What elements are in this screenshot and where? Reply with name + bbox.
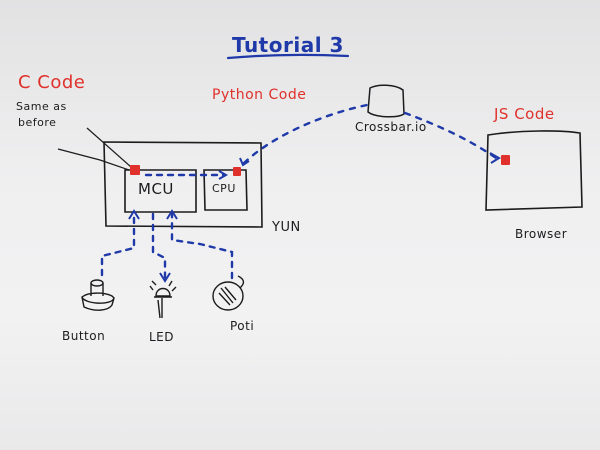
led-icon	[149, 280, 177, 319]
label-python-code: Python Code	[212, 87, 307, 103]
browser-arrowhead	[489, 152, 501, 164]
browser-red-marker	[501, 155, 510, 165]
pointer-line-upper	[86, 127, 132, 168]
cpu-box	[203, 169, 248, 211]
cpu-crossbar-link	[242, 102, 374, 165]
label-c-code: C Code	[18, 72, 86, 93]
cpu-arrowhead	[239, 157, 250, 167]
mcu-led-link	[151, 212, 167, 280]
button-icon	[81, 279, 115, 311]
label-yun: YUN	[272, 220, 301, 235]
poti-mcu-link	[170, 212, 234, 280]
yun-box	[103, 141, 263, 228]
label-led: LED	[149, 330, 175, 344]
button-arrowhead	[128, 209, 140, 220]
button-mcu-link	[100, 212, 136, 277]
cpu-red-marker	[233, 167, 241, 176]
crossbar-browser-link	[403, 111, 498, 160]
poti-icon	[212, 275, 245, 311]
pointer-line-lower	[57, 148, 130, 171]
mcu-red-marker	[130, 165, 140, 175]
label-js-code: JS Code	[494, 105, 555, 123]
label-crossbar: Crossbar.io	[355, 120, 427, 134]
title: Tutorial 3	[232, 33, 344, 57]
label-cpu: CPU	[212, 182, 236, 195]
label-before: before	[18, 116, 57, 129]
mcu-box	[124, 169, 197, 213]
mcu-cpu-arrowhead	[218, 170, 229, 180]
title-underline	[226, 53, 350, 60]
poti-arrowhead	[166, 209, 178, 220]
label-browser: Browser	[515, 227, 568, 241]
label-button: Button	[62, 329, 106, 343]
crossbar-box	[367, 84, 405, 118]
led-arrowhead	[159, 272, 171, 283]
label-same-as: Same as	[16, 100, 67, 113]
label-poti: Poti	[230, 319, 255, 333]
browser-box	[485, 130, 583, 211]
label-mcu: MCU	[138, 180, 174, 198]
